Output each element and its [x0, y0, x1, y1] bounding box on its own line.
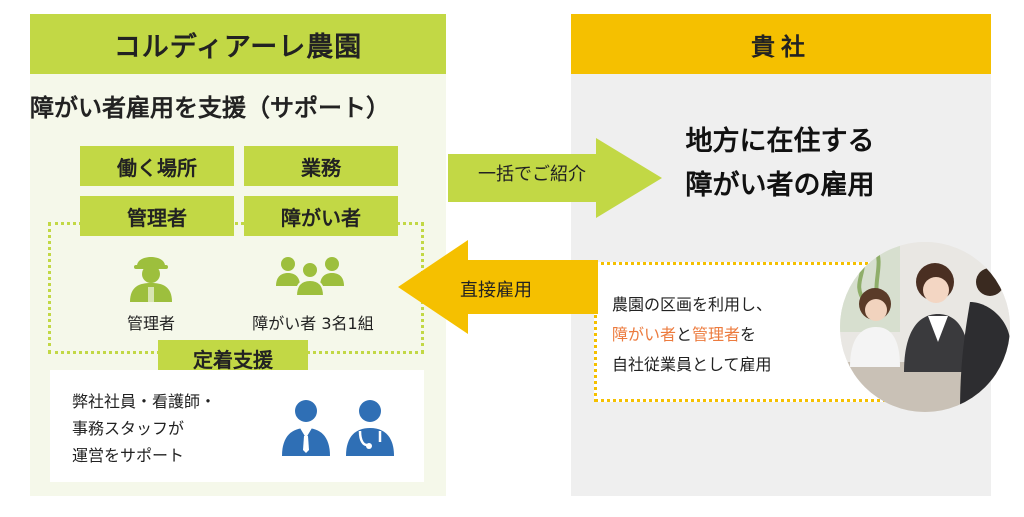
- right-title-line-1: 地方に在住する: [685, 126, 875, 157]
- text-to: と: [676, 325, 693, 344]
- left-subtitle: 障がい者雇用を支援（サポート）: [30, 94, 390, 122]
- staff-line-2: 事務スタッフが: [72, 419, 185, 438]
- employment-line-3: 自社従業員として雇用: [612, 355, 772, 374]
- manager-icon: [130, 257, 172, 302]
- group-icon: [276, 257, 344, 297]
- right-title: 地方に在住する 障がい者の雇用: [620, 120, 940, 208]
- arrow-right-label: 一括でご紹介: [478, 164, 586, 185]
- box-manager: 管理者: [80, 196, 234, 236]
- highlight-disabled: 障がい者: [612, 325, 677, 344]
- employment-line-2: 障がい者と管理者を: [612, 320, 772, 350]
- employment-text: 農園の区画を利用し、 障がい者と管理者を 自社従業員として雇用: [612, 290, 772, 380]
- box-work: 業務: [244, 146, 398, 186]
- box-workplace: 働く場所: [80, 146, 234, 186]
- arrow-left-label: 直接雇用: [460, 280, 532, 301]
- staff-line-3: 運営をサポート: [72, 446, 185, 465]
- nurse-icon: [346, 400, 394, 456]
- staff-line-1: 弊社社員・看護師・: [72, 392, 217, 411]
- right-header: 貴社: [571, 14, 991, 74]
- left-header: コルディアーレ農園: [30, 14, 446, 74]
- staff-text: 弊社社員・看護師・ 事務スタッフが 運営をサポート: [72, 388, 216, 469]
- team-dotted-frame: [48, 222, 424, 354]
- employment-line-1: 農園の区画を利用し、: [612, 295, 773, 314]
- arrow-right-green: [448, 138, 662, 218]
- manager-caption: 管理者: [126, 314, 175, 333]
- office-staff-icon: [282, 400, 330, 456]
- staff-box: [50, 370, 424, 482]
- office-photo: [840, 242, 1010, 412]
- arrow-left-yellow: [398, 240, 598, 334]
- box-disabled-persons: 障がい者: [244, 196, 398, 236]
- right-title-line-2: 障がい者の雇用: [685, 170, 875, 201]
- group-caption: 障がい者 3名1組: [252, 314, 374, 333]
- text-wo: を: [740, 325, 757, 344]
- highlight-manager: 管理者: [692, 325, 741, 344]
